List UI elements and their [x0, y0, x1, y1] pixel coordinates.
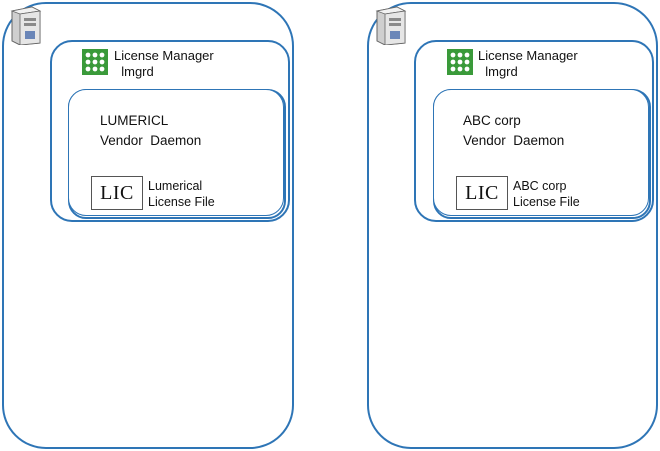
vendor-daemon-title: ABC corp Vendor Daemon — [463, 113, 565, 148]
vendor-daemon-title: LUMERICL Vendor Daemon — [100, 113, 202, 148]
grid-icon — [82, 49, 108, 75]
vendor-daemon-box-1-inner — [68, 89, 284, 216]
license-file-icon: LIC — [91, 176, 143, 210]
grid-icon — [447, 49, 473, 75]
computer-tower-icon — [10, 6, 42, 45]
license-file-icon: LIC — [456, 176, 508, 210]
license-file-label: ABC corp License File — [513, 179, 580, 209]
computer-tower-icon — [375, 6, 407, 45]
license-manager-title: License Manager lmgrd — [478, 48, 578, 79]
license-file-label: Lumerical License File — [148, 179, 215, 209]
license-manager-title: License Manager lmgrd — [114, 48, 214, 79]
